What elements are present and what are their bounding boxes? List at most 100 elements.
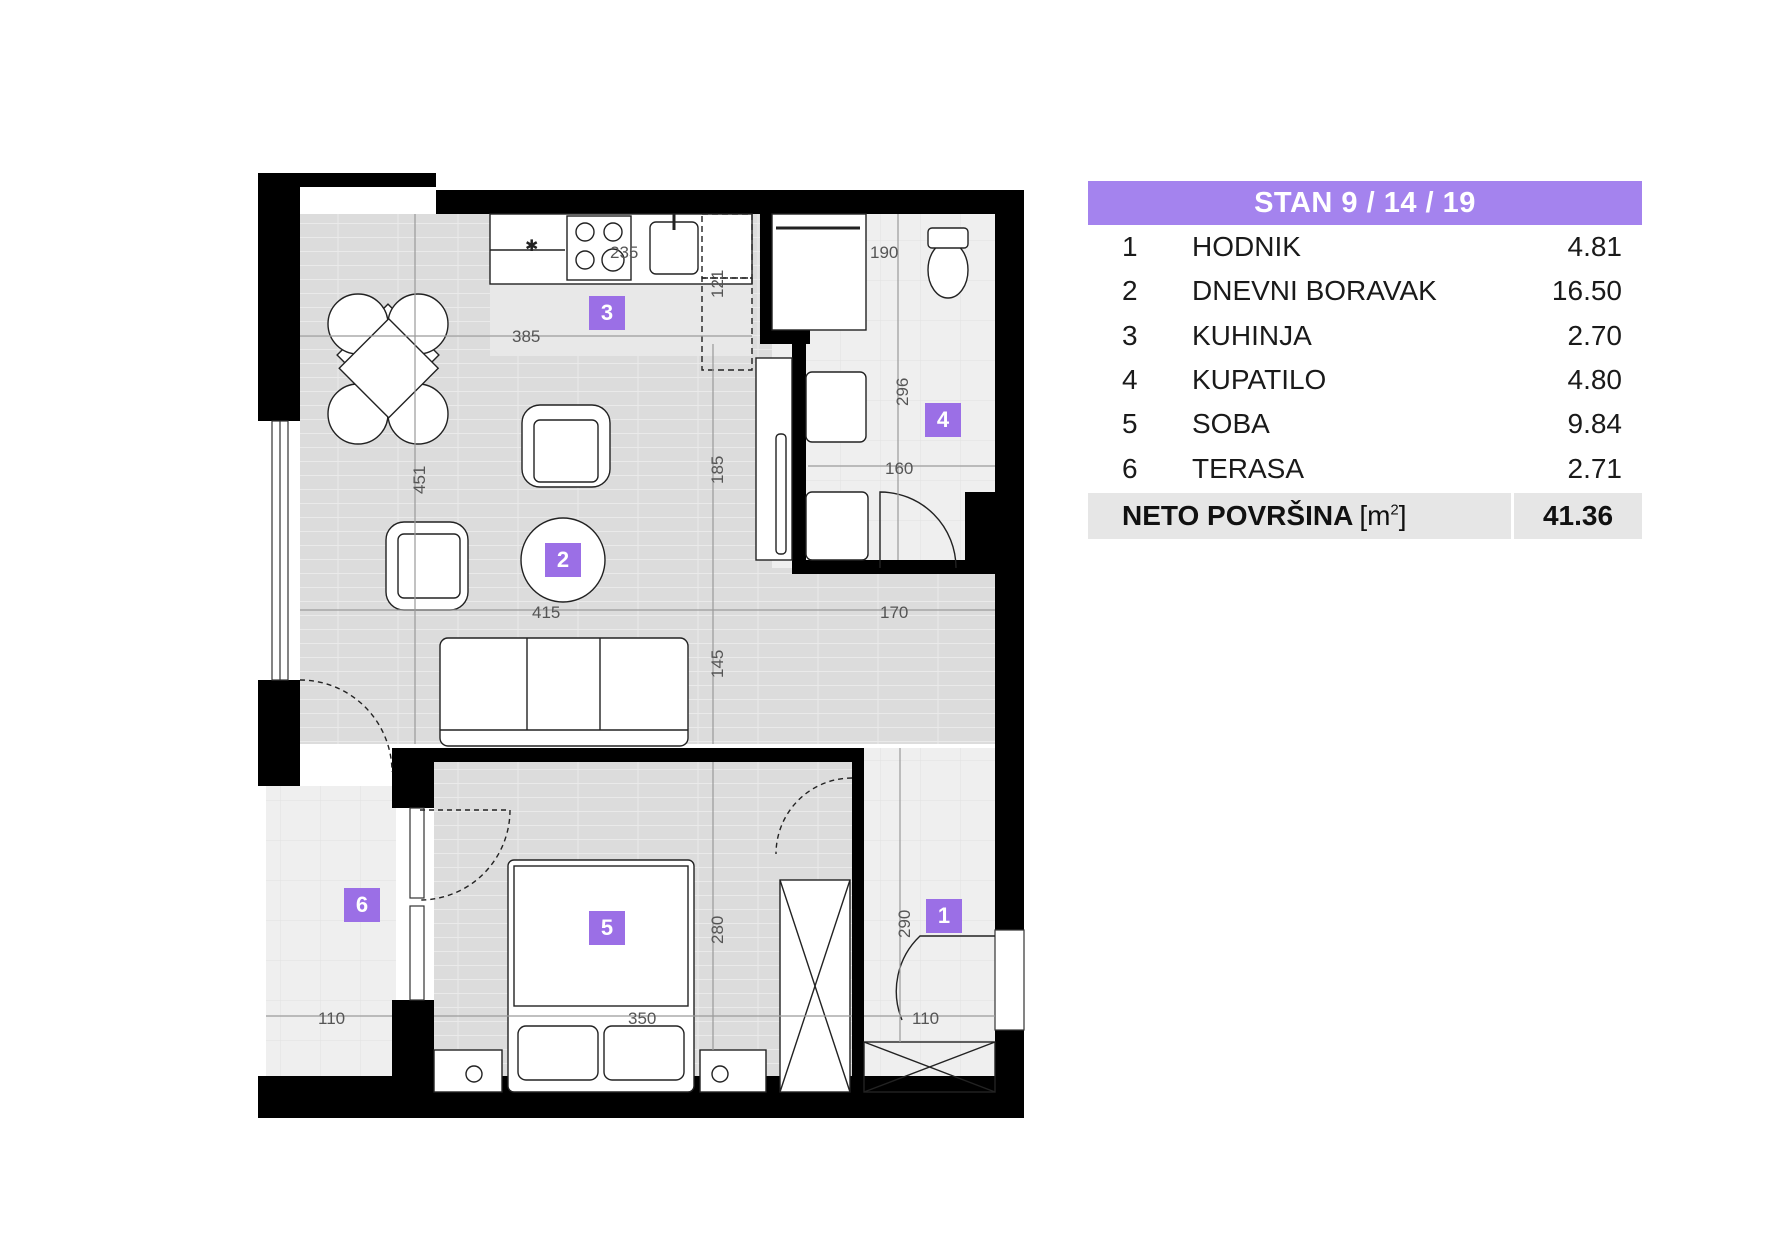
lounge-furniture xyxy=(385,357,793,747)
legend-title: STAN 9 / 14 / 19 xyxy=(1088,181,1642,225)
dim-280: 280 xyxy=(708,916,727,944)
room-badges: 3 2 4 5 1 6 xyxy=(344,296,962,945)
room-name: KUHINJA xyxy=(1192,319,1312,351)
wall xyxy=(258,173,300,421)
dim-145: 145 xyxy=(708,650,727,678)
wall xyxy=(995,1030,1024,1118)
wall xyxy=(792,560,995,574)
walls xyxy=(258,173,1024,1118)
room-badge-4 xyxy=(925,403,961,437)
room-number: 6 xyxy=(1122,452,1138,484)
terrace-door xyxy=(299,679,393,773)
wall xyxy=(258,680,300,786)
room-number: 2 xyxy=(1122,275,1138,307)
window xyxy=(994,929,1025,1031)
room-badge-2 xyxy=(545,543,581,577)
room-area: 4.80 xyxy=(1567,364,1623,396)
bathroom-fixtures xyxy=(771,213,969,569)
dim-160: 160 xyxy=(885,459,913,478)
shoe-cabinet xyxy=(863,1041,996,1093)
bathroom-door xyxy=(879,491,957,569)
wall xyxy=(760,330,810,344)
dim-190: 190 xyxy=(870,243,898,262)
room-number: 4 xyxy=(1122,364,1138,396)
room-badge-1 xyxy=(926,899,962,933)
room-name: DNEVNI BORAVAK xyxy=(1192,275,1437,307)
area-legend: STAN 9 / 14 / 19 1 HODNIK 4.81 2 DNEVNI … xyxy=(1088,181,1642,539)
dim-110-hallway: 110 xyxy=(912,1009,939,1028)
nightstand xyxy=(433,1049,503,1093)
wall xyxy=(965,492,995,568)
room-name: TERASA xyxy=(1192,452,1305,484)
room-badge-4-label: 4 xyxy=(937,407,950,432)
legend-row: 4 KUPATILO 4.80 xyxy=(1088,358,1642,402)
legend-row: 1 HODNIK 4.81 xyxy=(1088,225,1642,269)
wall xyxy=(392,748,862,762)
wall xyxy=(995,190,1024,930)
dim-235: 235 xyxy=(610,243,638,262)
legend-row: 2 DNEVNI BORAVAK 16.50 xyxy=(1088,269,1642,313)
snowflake-icon: ✱ xyxy=(525,238,538,255)
sofa xyxy=(439,637,689,747)
window xyxy=(409,807,425,899)
dim-451: 451 xyxy=(410,466,429,494)
room-badge-6 xyxy=(344,888,380,922)
total-unit-close: ] xyxy=(1398,499,1407,531)
wall xyxy=(258,173,436,187)
wall xyxy=(436,190,1024,214)
room-name: HODNIK xyxy=(1192,231,1301,263)
total-label-cell: NETO POVRŠINA [m2] xyxy=(1088,492,1511,539)
shower-tray xyxy=(805,491,869,561)
legend-total-row: NETO POVRŠINA [m2] 41.36 xyxy=(1088,492,1642,539)
legend-row: 3 KUHINJA 2.70 xyxy=(1088,314,1642,358)
dim-385: 385 xyxy=(512,327,540,346)
room-name: SOBA xyxy=(1192,408,1270,440)
total-value: 41.36 xyxy=(1514,492,1642,539)
washbasin xyxy=(805,371,867,443)
wall xyxy=(852,748,864,1118)
bedroom-door xyxy=(775,777,853,855)
dim-415: 415 xyxy=(532,603,560,622)
room-badge-5 xyxy=(589,911,625,945)
hallway-fixtures xyxy=(863,935,996,1093)
entrance-door xyxy=(895,935,995,1021)
dim-350: 350 xyxy=(628,1009,656,1028)
dim-185: 185 xyxy=(708,456,727,484)
dim-121: 121 xyxy=(708,270,727,298)
fridge xyxy=(701,213,753,279)
room-badge-6-label: 6 xyxy=(356,892,368,917)
wall xyxy=(392,748,434,808)
total-label: NETO POVRŠINA xyxy=(1122,499,1354,531)
washing-machine xyxy=(771,213,867,331)
dining-set xyxy=(327,293,449,445)
balcony-door xyxy=(419,809,511,901)
dim-296: 296 xyxy=(893,378,912,406)
room-number: 1 xyxy=(1122,231,1138,263)
room-badge-2-label: 2 xyxy=(557,547,569,572)
total-unit-open: [m xyxy=(1359,499,1391,531)
dim-170: 170 xyxy=(880,603,908,622)
toilet xyxy=(927,241,969,299)
legend-row: 6 TERASA 2.71 xyxy=(1088,446,1642,490)
room-area: 2.71 xyxy=(1567,452,1623,484)
room-name: KUPATILO xyxy=(1192,364,1327,396)
room-area: 16.50 xyxy=(1551,275,1622,307)
room-number: 3 xyxy=(1122,319,1138,351)
wall xyxy=(792,344,806,572)
wall xyxy=(392,1000,434,1118)
room-badge-3 xyxy=(589,296,625,330)
room-badge-5-label: 5 xyxy=(601,915,613,940)
room-badge-3-label: 3 xyxy=(601,300,613,325)
windows xyxy=(271,420,1025,1031)
terrace-floor xyxy=(266,786,396,1076)
dim-110-terrace: 110 xyxy=(318,1009,345,1028)
cabinet xyxy=(701,277,753,371)
total-unit-sup: 2 xyxy=(1390,501,1399,519)
nightstand xyxy=(699,1049,767,1093)
window xyxy=(409,905,425,1001)
bedroom-furniture xyxy=(299,679,853,1093)
room-number: 5 xyxy=(1122,408,1138,440)
kitchen-counter: ✱ xyxy=(489,213,753,371)
legend-row: 5 SOBA 9.84 xyxy=(1088,402,1642,446)
